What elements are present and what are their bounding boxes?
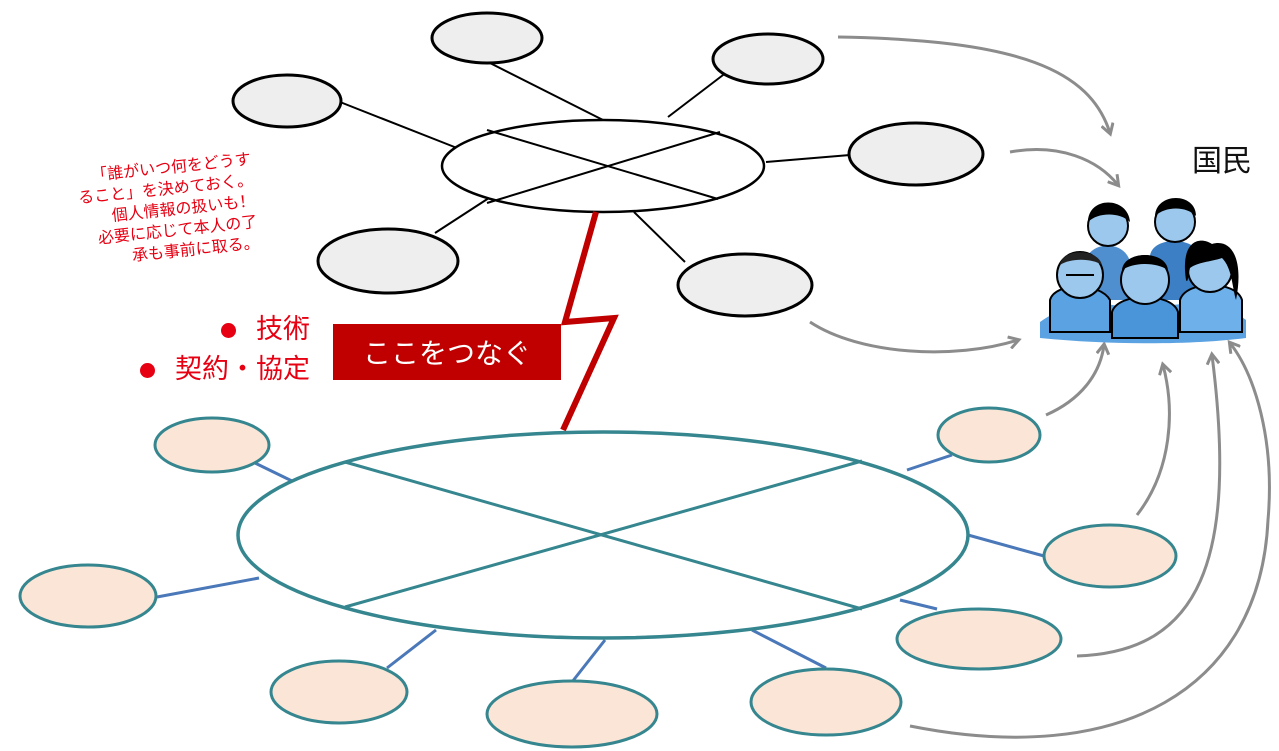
citizens-label: 国民: [1192, 144, 1252, 179]
bullet-item: 技術: [100, 310, 310, 350]
arrow: [837, 35, 1110, 133]
lower-node: [269, 659, 409, 725]
upper-node: [676, 252, 814, 318]
bullet-item: 契約・協定: [100, 350, 310, 390]
lower-node: [749, 667, 903, 737]
upper-network: [231, 11, 985, 318]
connect-label-box: ここをつなぐ: [333, 324, 561, 380]
people-group-icon: [1040, 198, 1246, 344]
bullet-list: 技術 契約・協定: [100, 310, 310, 390]
lightning-connector: [560, 211, 619, 432]
lower-network: [18, 406, 1178, 749]
bullet-dot-icon: [221, 322, 236, 338]
arrow: [909, 343, 1271, 739]
lower-node: [936, 406, 1042, 464]
arrow: [809, 320, 1018, 354]
bullet-label: 技術: [256, 314, 310, 345]
upper-node: [430, 11, 544, 65]
bullet-label: 契約・協定: [175, 354, 310, 385]
lower-node: [153, 416, 271, 474]
upper-hub-cross-b: [486, 131, 721, 204]
arrow: [1135, 365, 1169, 516]
lower-node: [1042, 523, 1178, 589]
upper-node: [231, 73, 343, 129]
lower-node: [18, 563, 158, 629]
bullet-dot-icon: [140, 362, 155, 378]
arrow: [1076, 355, 1222, 658]
arrow: [1009, 148, 1118, 185]
lower-node: [485, 679, 659, 749]
connect-label: ここをつなぐ: [362, 337, 531, 370]
upper-node: [847, 121, 985, 187]
upper-node: [316, 227, 460, 295]
lower-hub-cross-b: [344, 459, 863, 609]
lower-node: [895, 607, 1063, 671]
upper-node: [711, 32, 825, 86]
arrows-to-citizens: [809, 35, 1271, 739]
upper-hub-cross-a: [486, 129, 719, 200]
arrow: [1045, 345, 1104, 417]
